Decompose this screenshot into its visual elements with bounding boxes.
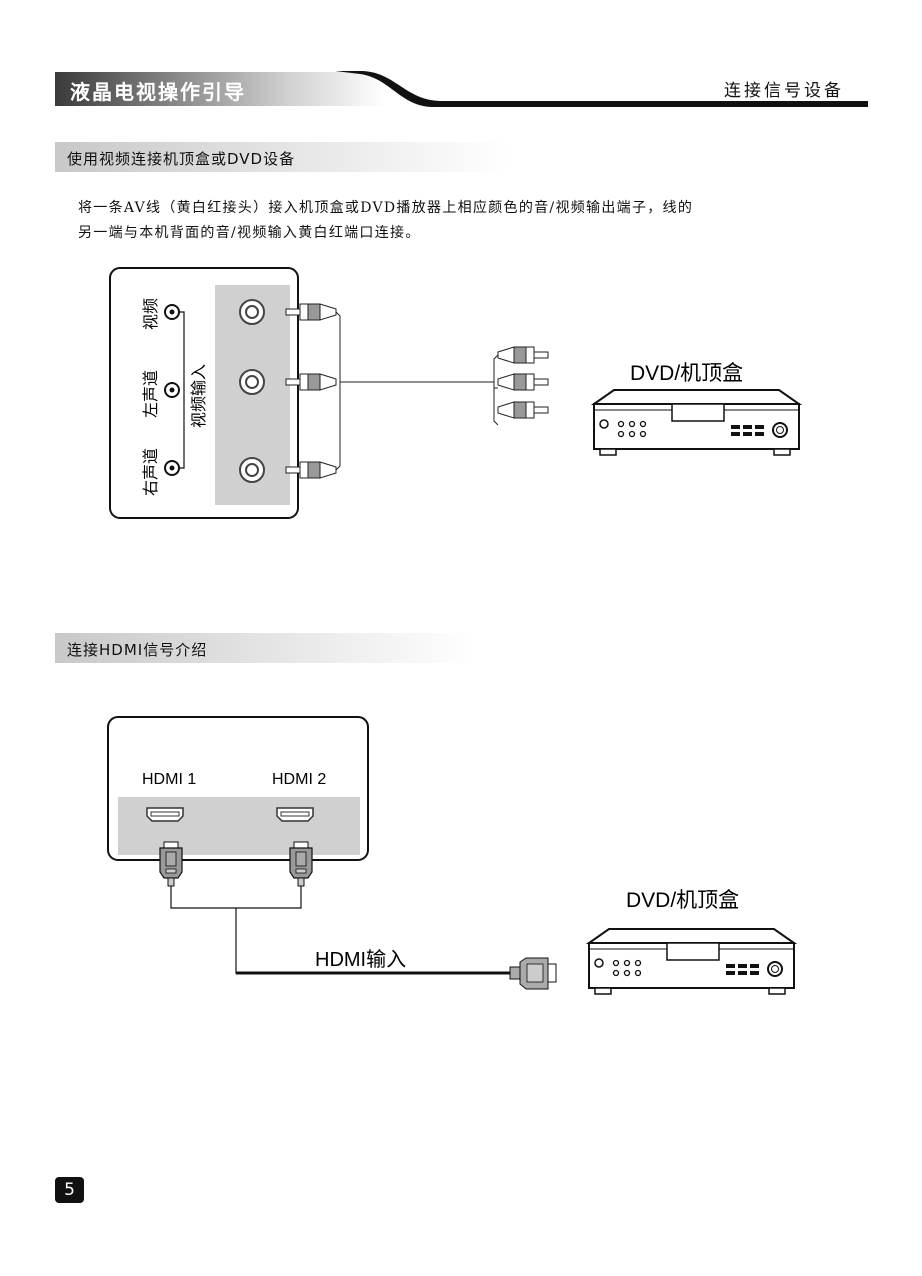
header-section-title: 连接信号设备 bbox=[724, 81, 844, 101]
hdmi-connection-diagram: HDMI 1 HDMI 2 HDMI输入 DVD/机顶盒 bbox=[107, 716, 795, 995]
hdmi-cable-plug-icon bbox=[509, 957, 557, 990]
page-number: 5 bbox=[55, 1177, 84, 1203]
hdmi2-port-icon bbox=[276, 807, 314, 822]
jack-icons bbox=[164, 304, 185, 476]
section-heading-hdmi: 连接HDMI信号介绍 bbox=[55, 633, 475, 663]
input-panel bbox=[118, 797, 360, 855]
header-title: 液晶电视操作引导 bbox=[70, 80, 246, 104]
jack-label-right: 右声道 bbox=[142, 448, 160, 496]
port-label-hdmi1: HDMI 1 bbox=[142, 771, 196, 788]
device-label: DVD/机顶盒 bbox=[626, 889, 739, 912]
hdmi1-port-icon bbox=[146, 807, 184, 822]
cable-label: HDMI输入 bbox=[315, 948, 406, 971]
header-band bbox=[55, 72, 385, 106]
paragraph-line: 另一端与本机背面的音/视频输入黄白红端口连接。 bbox=[78, 225, 421, 241]
dvd-player-icon bbox=[593, 389, 800, 456]
jack-label-video: 视频 bbox=[142, 298, 160, 330]
header-curve bbox=[335, 71, 868, 107]
instruction-paragraph: 将一条AV线（黄白红接头）接入机顶盒或DVD播放器上相应颜色的音/视频输出端子，… bbox=[78, 196, 693, 246]
dvd-player-icon bbox=[588, 928, 795, 995]
port-label-hdmi2: HDMI 2 bbox=[272, 771, 326, 788]
jack-label-left: 左声道 bbox=[142, 370, 160, 418]
group-label-video-input: 视频输入 bbox=[190, 364, 208, 428]
device-label: DVD/机顶盒 bbox=[630, 362, 743, 385]
section-heading-text: 使用视频连接机顶盒或DVD设备 bbox=[67, 150, 296, 168]
hdmi-plug-icon bbox=[289, 841, 313, 887]
av-connection-diagram: 视频 左声道 右声道 视频输入 DVD/机顶盒 bbox=[109, 267, 800, 519]
rca-plugs-device bbox=[497, 346, 549, 419]
panel-jacks bbox=[239, 299, 265, 483]
paragraph-line: 将一条AV线（黄白红接头）接入机顶盒或DVD播放器上相应颜色的音/视频输出端子，… bbox=[78, 200, 694, 216]
section-heading-av: 使用视频连接机顶盒或DVD设备 bbox=[55, 142, 510, 172]
section-heading-text: 连接HDMI信号介绍 bbox=[67, 641, 208, 659]
hdmi-plug-icon bbox=[159, 841, 183, 887]
